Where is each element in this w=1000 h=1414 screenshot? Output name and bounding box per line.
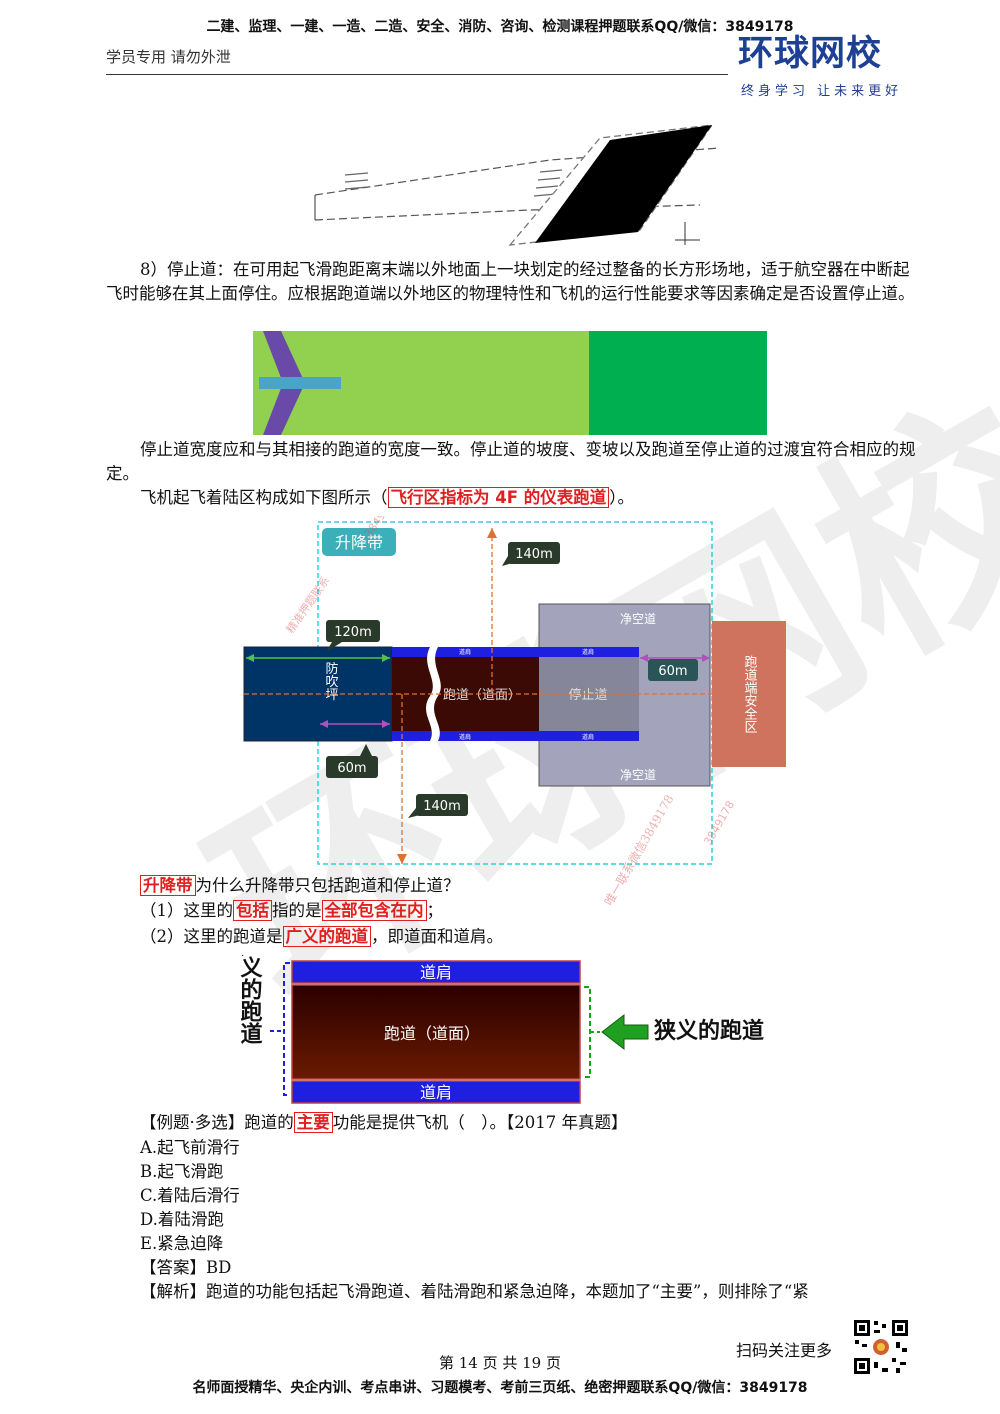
option-c: C.着陆后滑行 (140, 1186, 240, 1205)
shoulder-bottom (291, 1080, 581, 1104)
brand-slogan: 终身学习 让未来更好 (741, 84, 903, 99)
clearway-top-label: 净空道 (620, 612, 656, 626)
all-included-highlight: 全部包含在内 (321, 900, 427, 921)
broad-narrow-runway-diagram: 广义的跑道 道肩 跑道（道面） 道肩 狭义的跑道 (237, 955, 764, 1104)
strip-answer-1: （1）这里的包括指的是全部包含在内； (140, 900, 443, 921)
runway-end-sketch (314, 124, 721, 246)
diagram-watermark-1: 精准押题联系 (283, 574, 332, 636)
strip-question: 升降带为什么升降带只包括跑道和停止道？ (140, 874, 920, 898)
shoulder-top-label: 道肩 (420, 963, 452, 982)
analysis: 【解析】跑道的功能包括起飞滑跑道、着陆滑跑和紧急迫降，本题加了“主要”，则排除了… (140, 1282, 809, 1301)
resa-label: 跑道端安全区 (742, 655, 758, 733)
runway-zone-diagram: 升降带 净空道 净空道 跑道端安全区 防吹坪 道肩 道肩 跑道（道面） 道肩 道… (243, 516, 786, 865)
pavement-label: 跑道（道面） (384, 1024, 480, 1043)
stopway-definition: 8）停止道：在可用起飞滑跑距离末端以外地面上一块划定的经过整备的长方形场地，适于… (106, 260, 915, 303)
fly-zone-highlight: 飞行区指标为 4F 的仪表跑道 (387, 487, 610, 508)
shoulder-tiny-label-1: 道肩 (459, 648, 471, 656)
qr-code-icon[interactable] (852, 1318, 910, 1376)
qr-caption: 扫码关注更多 (736, 1341, 833, 1360)
stopway-illustration (253, 331, 767, 435)
stopway-dark-area (589, 331, 767, 435)
dim-60-left: 60m (337, 761, 366, 776)
strip-answer-2: （2）这里的跑道是广义的跑道，即道面和道肩。 (140, 926, 503, 947)
broad-runway-label: 广义的跑道 (237, 955, 263, 1044)
diagram-stopway-label: 停止道 (568, 687, 607, 703)
broad-runway-highlight: 广义的跑道 (282, 926, 371, 947)
stopway-width-note: 停止道宽度应和与其相接的跑道的宽度一致。停止道的坡度、变坡以及跑道至停止道的过渡… (106, 440, 916, 483)
option-d: D.着陆滑跑 (140, 1210, 224, 1229)
main-highlight: 主要 (293, 1112, 333, 1133)
dim-120: 120m (334, 625, 371, 640)
answer: 【答案】BD (140, 1258, 232, 1277)
option-a: A.起飞前滑行 (140, 1138, 240, 1157)
shoulder-top (291, 960, 581, 984)
dim-140-top: 140m (515, 547, 552, 562)
dim-140-bottom-box (416, 794, 468, 816)
narrow-runway-label: 狭义的跑道 (653, 1018, 764, 1044)
include-highlight: 包括 (233, 900, 272, 921)
dim-60-left-box (326, 756, 378, 778)
option-b: B.起飞滑跑 (140, 1162, 224, 1181)
runway-shoulder-top (392, 647, 539, 657)
strip-label-box (322, 528, 396, 556)
blast-pad-label: 防吹坪 (323, 661, 339, 701)
page-number: 第 14 页 共 19 页 (438, 1354, 561, 1372)
shoulder-tiny-label-2: 道肩 (459, 733, 471, 741)
shoulder-tiny-label-3: 道肩 (582, 648, 594, 656)
runway-label: 跑道（道面） (443, 688, 521, 703)
diagram-watermark-num-2: 3849178 (701, 799, 737, 848)
dim-140-bottom: 140m (423, 799, 460, 814)
shoulder-tiny-label-4: 道肩 (582, 733, 594, 741)
zone-intro: 飞机起飞着陆区构成如下图所示（飞行区指标为 4F 的仪表跑道）。 (140, 487, 634, 508)
runway-break (426, 647, 441, 741)
header-divider (106, 74, 728, 75)
dim-120-box (326, 620, 380, 642)
option-e: E.紧急迫降 (140, 1234, 224, 1253)
shoulder-bottom-label: 道肩 (420, 1083, 452, 1102)
pavement (291, 984, 581, 1080)
runway-shoulder-bottom (392, 731, 539, 741)
dim-140-top-box (508, 542, 560, 564)
brand-logo: 环球网校 (738, 34, 883, 74)
bottom-banner: 名师面授精华、央企内训、考点串讲、习题模考、考前三页纸、绝密押题联系QQ/微信：… (192, 1380, 808, 1396)
broad-bracket (283, 962, 290, 1096)
narrow-bracket (584, 986, 591, 1078)
header-note: 学员专用 请勿外泄 (106, 48, 231, 66)
top-banner: 二建、监理、一建、一造、二造、安全、消防、咨询、检测课程押题联系QQ/微信：38… (206, 19, 794, 35)
strip-label: 升降带 (335, 533, 383, 552)
stopway-shoulder-bottom (539, 731, 639, 741)
stopway-shoulder-top (539, 647, 639, 657)
dim-60-right: 60m (658, 664, 687, 679)
green-arrow-icon (601, 1013, 649, 1051)
airplane-icon (259, 331, 341, 435)
exam-question: 【例题·多选】跑道的主要功能是提供飞机（ ）。【2017 年真题】 (140, 1112, 628, 1133)
clearway-bottom-label: 净空道 (620, 768, 656, 782)
dim-60-right-box (648, 659, 698, 681)
strip-highlight: 升降带 (140, 875, 196, 896)
runway-end-safety-area (712, 621, 786, 767)
